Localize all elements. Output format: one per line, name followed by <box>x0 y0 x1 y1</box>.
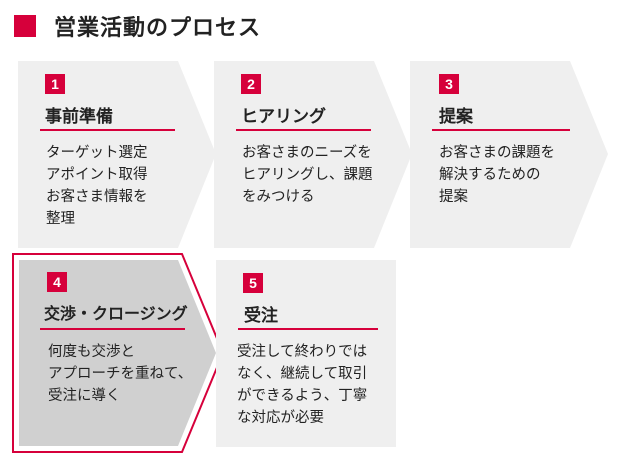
step-3-heading: 提案 <box>439 107 473 127</box>
step-4-description: 何度も交渉と アプローチを重ねて、 受注に導く <box>48 344 193 404</box>
step-5-heading: 受注 <box>244 306 278 326</box>
step-2-description: お客さまのニーズを ヒアリングし、課題 をみつける <box>242 145 373 205</box>
step-2-number: 2 <box>241 74 261 94</box>
step-3-shape <box>410 61 608 248</box>
step-4-shape <box>12 253 225 453</box>
step-1-divider <box>40 129 175 131</box>
step-4-number: 4 <box>47 272 67 292</box>
step-2-heading: ヒアリング <box>241 107 326 127</box>
step-1-number: 1 <box>45 74 65 94</box>
step-5-description: 受注して終わりでは なく、継続して取引 ができるよう、丁寧 な対応が必要 <box>237 344 368 426</box>
process-step-5: 5 受注 受注して終わりでは なく、継続して取引 ができるよう、丁寧 な対応が必… <box>216 260 396 447</box>
step-2-shape <box>214 61 412 248</box>
step-3-divider <box>432 129 570 131</box>
process-step-4: 4 交渉・クロージング 何度も交渉と アプローチを重ねて、 受注に導く <box>12 253 225 453</box>
step-3-description: お客さまの課題を 解決するための 提案 <box>439 145 555 205</box>
step-2-divider <box>236 129 371 131</box>
step-5-divider <box>238 328 378 330</box>
process-step-1: 1 事前準備 ターゲット選定 アポイント取得 お客さま情報を 整理 <box>18 61 216 248</box>
step-4-divider <box>40 328 185 330</box>
title-marker <box>14 15 36 37</box>
step-1-description: ターゲット選定 アポイント取得 お客さま情報を 整理 <box>46 145 148 227</box>
process-step-3: 3 提案 お客さまの課題を 解決するための 提案 <box>410 61 608 248</box>
step-4-heading: 交渉・クロージング <box>44 304 188 323</box>
step-5-number: 5 <box>243 273 263 293</box>
step-3-number: 3 <box>439 74 459 94</box>
page-title: 営業活動のプロセス <box>54 16 262 41</box>
process-step-2: 2 ヒアリング お客さまのニーズを ヒアリングし、課題 をみつける <box>214 61 412 248</box>
step-1-heading: 事前準備 <box>45 107 113 127</box>
step-1-shape <box>18 61 216 248</box>
